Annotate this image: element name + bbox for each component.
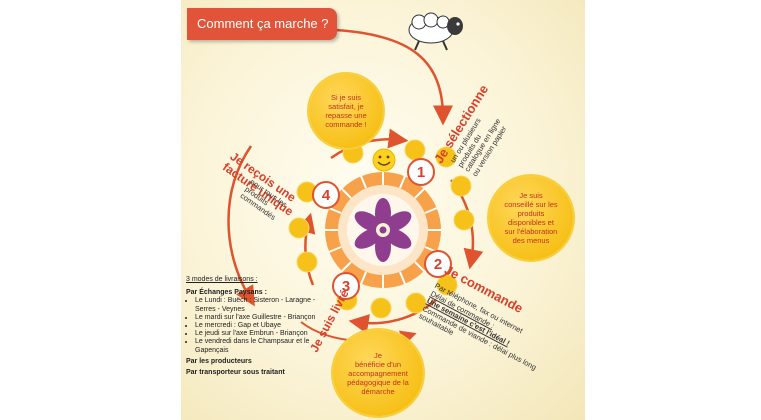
- step-3-number: 3: [332, 272, 360, 300]
- delivery-schedule: Le Lundi : Buëch : Sisteron - Laragne - …: [186, 297, 336, 354]
- step-2-number: 2: [424, 250, 452, 278]
- bubble-right: Je suis conseillé sur les produits dispo…: [489, 176, 573, 260]
- bubble-right-line: Je suis: [519, 191, 543, 200]
- cycle-arrow-2-3: [348, 299, 437, 334]
- delivery-mode-3: Par transporteur sous traitant: [186, 369, 285, 377]
- sun-rays: [325, 172, 441, 288]
- step-1-number: 1: [407, 158, 435, 186]
- step-4-number: 4: [312, 181, 340, 209]
- bubble-right-line: produits: [517, 209, 545, 218]
- delivery-schedule-item: Le mardi sur l'axe Guillestre - Briançon: [195, 314, 336, 322]
- bubble-top-line: satisfait, je: [328, 102, 364, 111]
- bubble-bottom-line: Je: [374, 350, 382, 360]
- delivery-schedule-item: Le vendredi dans le Champsaur et le Gape…: [195, 338, 336, 354]
- delivery-mode-1: Par Échanges Paysans :: [186, 289, 267, 297]
- delivery-schedule-item: Le jeudi sur l'axe Embrun - Briançon: [195, 330, 336, 338]
- bubble-top-line: Si je suis: [330, 93, 361, 102]
- page-title: Comment ça marche ?: [187, 8, 337, 40]
- yellow-dot-ring: [288, 139, 475, 319]
- bubble-bottom-line: pédagogique de la: [347, 377, 409, 387]
- bubble-top-line: commande !: [325, 120, 367, 129]
- bubble-bottom-line: bénéficie d'un: [354, 359, 402, 369]
- bubble-bottom: Je bénéficie d'un accompagnement pédagog…: [333, 330, 423, 416]
- bubble-top: Si je suis satisfait, je repasse une com…: [309, 74, 383, 148]
- title-arrow: [335, 28, 453, 126]
- bubble-right-line: conseillé sur les: [504, 200, 558, 209]
- delivery-mode-2: Par les producteurs: [186, 357, 252, 365]
- bubble-right-line: des menus: [512, 236, 550, 245]
- sheep-icon: [408, 12, 463, 51]
- bubble-top-line: repasse une: [325, 111, 367, 120]
- process-poster: Comment ça marche ? Si je suis satisfait…: [181, 0, 585, 420]
- flower-icon: [354, 198, 412, 262]
- delivery-schedule-item: Le Lundi : Buëch : Sisteron - Laragne - …: [195, 297, 336, 313]
- bubble-right-line: sur l'élaboration: [504, 227, 558, 236]
- delivery-schedule-item: Le mercredi : Gap et Ubaye: [195, 322, 336, 330]
- smiley-icon: [372, 148, 396, 172]
- bubble-bottom-line: accompagnement: [348, 368, 408, 378]
- delivery-modes: 3 modes de livraisons : Par Échanges Pay…: [186, 276, 336, 377]
- bubble-bottom-line: démarche: [361, 386, 395, 396]
- delivery-title: 3 modes de livraisons :: [186, 276, 258, 283]
- diagram-graphics: [227, 12, 484, 346]
- arrow-left-outer: [227, 145, 255, 307]
- bubble-right-line: disponibles et: [508, 218, 554, 227]
